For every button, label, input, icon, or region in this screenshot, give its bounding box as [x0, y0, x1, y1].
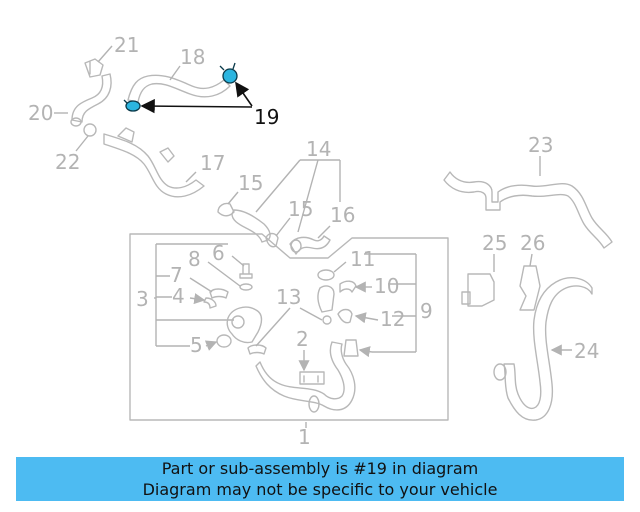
part-13-clamp	[247, 344, 267, 355]
callout-20: 20	[28, 101, 53, 125]
banner-line-2: Diagram may not be specific to your vehi…	[142, 480, 498, 499]
callout-17: 17	[200, 151, 225, 175]
callout-24: 24	[574, 339, 599, 363]
part-7-clip	[209, 288, 229, 299]
part-12-clamp	[337, 308, 353, 324]
right-side-parts	[443, 171, 613, 421]
part-22-clamp	[83, 123, 97, 137]
callout-13: 13	[276, 285, 301, 309]
part-4-clip	[203, 297, 217, 309]
part-19-clamp-upper	[219, 62, 238, 84]
callout-23: 23	[528, 133, 553, 157]
part-26-bracket	[519, 265, 541, 311]
callout-15a: 15	[238, 171, 263, 195]
lower-hose-main	[255, 341, 356, 411]
thermostat-parts	[203, 263, 356, 413]
callout-10: 10	[374, 274, 399, 298]
part-24-hose	[503, 277, 593, 421]
part-2-fitting	[299, 371, 325, 385]
part-8-seal	[239, 283, 253, 291]
part-17-pipe	[103, 133, 205, 198]
part-15-clamp-upper	[217, 202, 235, 217]
assembly-box-1	[129, 233, 449, 421]
callout-6: 6	[212, 241, 225, 265]
part-15-hose	[231, 209, 271, 243]
part-25-valve	[461, 273, 495, 307]
part-21-clip	[84, 58, 104, 78]
callout-5: 5	[190, 333, 203, 357]
hose-group-middle	[217, 202, 331, 255]
callout-12: 12	[380, 307, 405, 331]
thermostat-housing	[226, 306, 263, 344]
callout-14: 14	[306, 137, 331, 161]
callout-15b: 15	[288, 197, 313, 221]
callout-2: 2	[296, 327, 309, 351]
part-15-clamp-lower	[265, 232, 279, 248]
callout-22: 22	[55, 150, 80, 174]
part-6-sensor	[239, 263, 253, 279]
part-23-hose	[443, 171, 613, 249]
callout-18: 18	[180, 45, 205, 69]
part-11-seal	[317, 269, 335, 281]
callout-11: 11	[350, 247, 375, 271]
callout-7: 7	[170, 263, 183, 287]
callout-3: 3	[136, 287, 149, 311]
right-fittings	[317, 269, 359, 357]
callout-1: 1	[298, 425, 311, 449]
callout-16: 16	[330, 203, 355, 227]
part-10-clip	[339, 280, 357, 293]
callout-26: 26	[520, 231, 545, 255]
callout-19: 19	[254, 105, 279, 129]
callout-21: 21	[114, 33, 139, 57]
part-18-hose	[127, 74, 231, 103]
callout-8: 8	[188, 247, 201, 271]
callout-4: 4	[172, 284, 185, 308]
part-19-clamp-lower	[123, 99, 141, 112]
part-20-hose	[71, 73, 112, 123]
info-banner: Part or sub-assembly is #19 in diagram D…	[16, 457, 624, 501]
hose-group-upper-left	[70, 58, 238, 198]
callout-9: 9	[420, 299, 433, 323]
callout-25: 25	[482, 231, 507, 255]
part-5-oring	[216, 334, 232, 348]
banner-line-1: Part or sub-assembly is #19 in diagram	[161, 459, 479, 478]
part-16-hose	[289, 235, 331, 255]
